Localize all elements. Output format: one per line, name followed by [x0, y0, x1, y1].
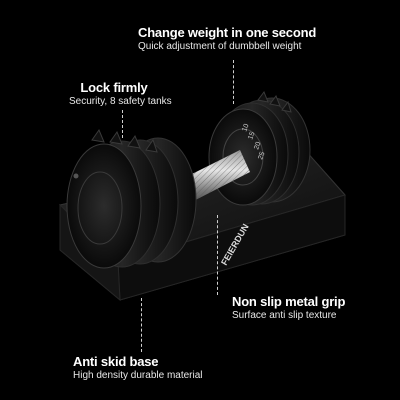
- callout-title: Change weight in one second: [138, 25, 317, 40]
- dial-number: 15: [247, 131, 256, 141]
- weight-dial: 10 15 20 25: [241, 123, 266, 161]
- dial-number: 20: [253, 141, 262, 151]
- callout-description: High density durable material: [73, 370, 203, 381]
- callout-description: Quick adjustment of dumbbell weight: [138, 41, 302, 52]
- callout-title: Lock firmly: [80, 80, 148, 95]
- callout-grip: Non slip metal grip Surface anti slip te…: [232, 294, 345, 322]
- callout-line-lock: [122, 110, 123, 138]
- callout-line-weight: [233, 60, 234, 104]
- callout-title: Non slip metal grip: [232, 294, 346, 309]
- callout-line-grip: [217, 215, 218, 295]
- dial-number: 10: [241, 123, 250, 133]
- callout-title: Anti skid base: [73, 354, 159, 369]
- left-weight-plates: [66, 128, 197, 269]
- callout-weight-change: Change weight in one second Quick adjust…: [138, 25, 316, 53]
- callout-description: Security, 8 safety tanks: [69, 96, 172, 107]
- callout-base: Anti skid base High density durable mate…: [73, 354, 203, 382]
- callout-lock: Lock firmly Security, 8 safety tanks: [69, 80, 172, 108]
- callout-description: Surface anti slip texture: [232, 310, 337, 321]
- dial-number: 25: [257, 151, 266, 161]
- callout-line-base: [141, 298, 142, 352]
